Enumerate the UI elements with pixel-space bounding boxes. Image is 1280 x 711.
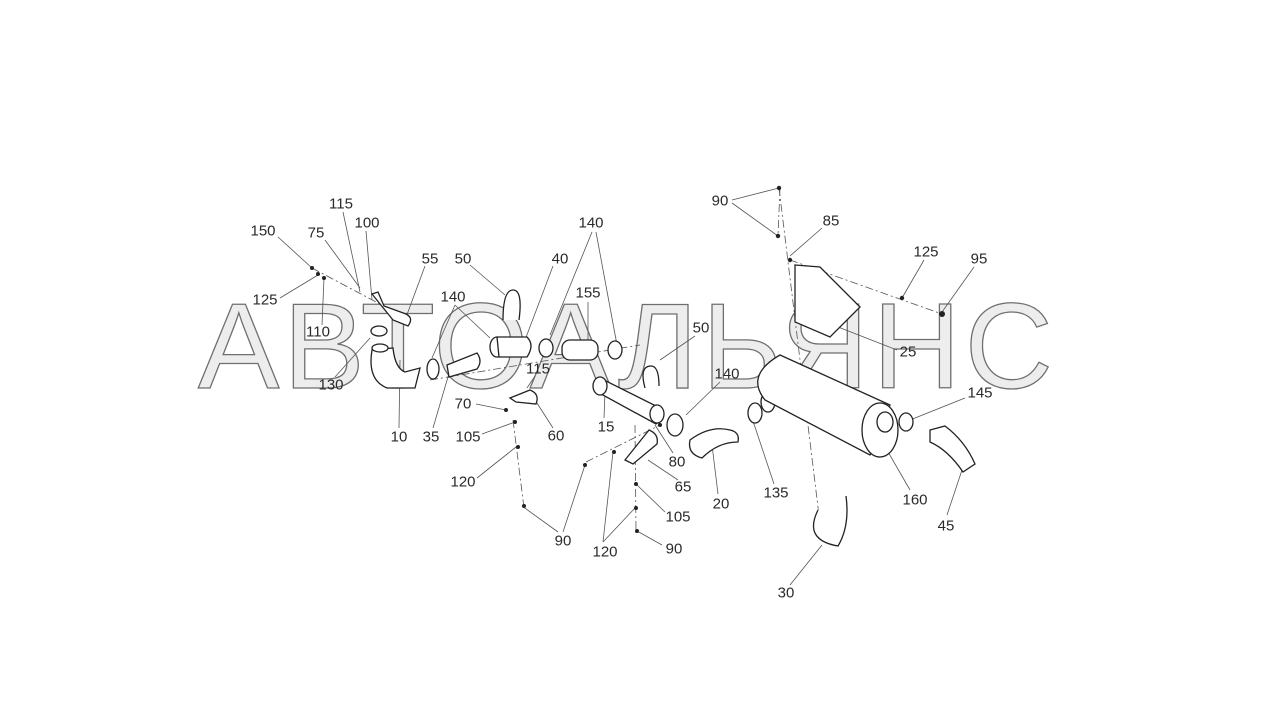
callout-110: 110	[306, 323, 330, 341]
callout-45: 45	[937, 517, 955, 535]
part-50-ubolt-2	[642, 365, 660, 389]
callout-90: 90	[665, 540, 683, 558]
callout-35: 35	[422, 428, 440, 446]
part-135-clamp	[747, 402, 763, 424]
callout-50: 50	[692, 319, 710, 337]
part-10-pipe	[370, 347, 421, 389]
part-40-elbow	[496, 336, 532, 358]
callout-10: 10	[390, 428, 408, 446]
callout-50: 50	[454, 250, 472, 268]
part-25-bracket	[794, 264, 861, 338]
callout-115: 115	[526, 360, 550, 378]
callout-150: 150	[250, 222, 276, 240]
callout-65: 65	[674, 478, 692, 496]
callout-145: 145	[967, 384, 993, 402]
callout-140: 140	[714, 365, 740, 383]
callout-95: 95	[970, 250, 988, 268]
callout-90: 90	[711, 192, 729, 210]
parts	[370, 264, 976, 547]
callout-85: 85	[822, 212, 840, 230]
callout-75: 75	[307, 224, 325, 242]
callout-120: 120	[450, 473, 476, 491]
callout-125: 125	[913, 243, 939, 261]
callout-125: 125	[252, 291, 278, 309]
callout-115: 115	[329, 195, 353, 213]
axis-lines	[311, 187, 943, 541]
part-145-clamp	[898, 412, 914, 432]
callout-130: 130	[318, 376, 344, 394]
callout-55: 55	[421, 250, 439, 268]
callout-100: 100	[354, 214, 380, 232]
callout-80: 80	[668, 453, 686, 471]
part-60-clip	[508, 389, 538, 405]
callout-60: 60	[547, 427, 565, 445]
part-20-elbow	[688, 428, 739, 459]
part-45-pipe	[929, 425, 976, 473]
callout-120: 120	[592, 543, 618, 561]
leader-lines	[277, 187, 975, 586]
callout-140: 140	[578, 214, 604, 232]
watermark: АВТОАЛЬЯНС	[197, 278, 1057, 414]
part-140-clamp	[666, 413, 684, 437]
hardware-dots	[310, 185, 945, 533]
callout-90: 90	[554, 532, 572, 550]
callout-105: 105	[665, 508, 691, 526]
callout-20: 20	[712, 495, 730, 513]
callout-140: 140	[440, 288, 466, 306]
part-130-gasket	[370, 325, 388, 337]
part-155-bellows	[561, 339, 599, 361]
callout-155: 155	[575, 284, 601, 302]
part-65-bracket	[623, 429, 658, 465]
callout-15: 15	[597, 418, 615, 436]
callout-25: 25	[899, 343, 917, 361]
part-160-muffler	[757, 354, 891, 456]
part-55-bracket	[370, 291, 412, 327]
callout-160: 160	[902, 491, 928, 509]
callout-105: 105	[455, 428, 481, 446]
part-50-ubolt	[502, 289, 521, 321]
callout-40: 40	[551, 250, 569, 268]
callout-70: 70	[454, 395, 472, 413]
callout-135: 135	[763, 484, 789, 502]
part-30-strap	[812, 495, 848, 547]
part-35-adapter	[446, 352, 481, 378]
callout-30: 30	[777, 584, 795, 602]
